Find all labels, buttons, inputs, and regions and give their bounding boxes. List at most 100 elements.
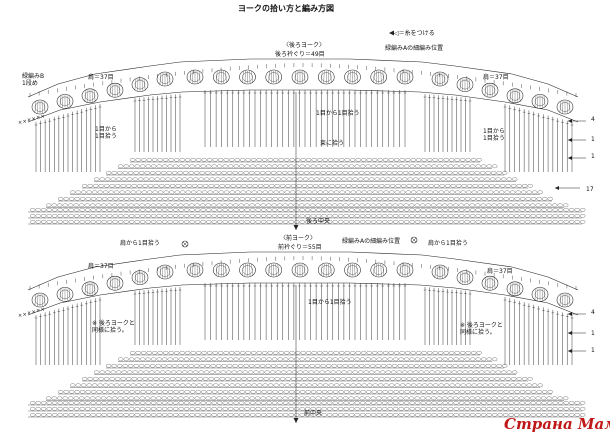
front-base-chain [316,401,322,405]
front-mesh-chain [322,390,328,394]
back-base-chain [409,214,415,218]
front-mesh-chain [503,390,509,394]
back-mesh-chain [483,184,489,188]
front-base-chain [85,407,91,411]
front-shell-stitch [303,263,306,277]
back-neck-count: 後ろ衿ぐり＝49目 [275,51,325,58]
front-base-chain [118,413,124,417]
back-shell-stitch [225,70,227,84]
back-mesh-chain [476,197,482,201]
front-mesh-chain [169,383,175,388]
back-mesh-chain [426,197,432,201]
back-mesh-chain [200,203,206,208]
front-mesh-chain [362,377,368,381]
back-mesh-chain [254,171,260,175]
back-mesh-chain [295,190,301,195]
back-mesh-chain [358,177,364,182]
back-mesh-chain [117,203,123,208]
back-mesh-chain [274,184,280,188]
front-mesh-chain [123,357,129,362]
back-shell-stitch [509,89,512,102]
back-mesh-chain [510,190,516,195]
back-mesh-chain [328,190,334,195]
front-shell-stitch [468,271,471,284]
back-base-chain [101,208,107,212]
front-mesh-chain [547,390,553,394]
front-shell-stitch [347,263,349,277]
back-base-chain [74,208,80,212]
front-mesh-chain [130,383,136,388]
front-mesh-chain [289,390,295,394]
front-base-chain [206,401,212,405]
front-base-chain [431,407,437,411]
front-base-chain [409,413,415,417]
front-mesh-chain [396,370,402,375]
front-base-chain [398,407,404,411]
front-mesh-chain [436,364,442,368]
back-row-number-1a: 1 [591,136,595,143]
back-mesh-chain [149,177,155,182]
front-mesh-chain [144,364,150,368]
back-mesh-chain [237,177,243,182]
back-shell-stitch [118,84,121,97]
back-base-chain [118,214,124,218]
front-band-outer-edge [27,251,579,291]
back-mesh-chain [402,177,408,182]
front-shell-stitch [34,293,37,307]
back-mesh-chain [206,164,212,169]
back-mesh-chain [466,190,472,195]
back-mesh-chain [391,177,397,182]
back-mesh-chain [437,164,443,169]
front-base-chain [470,407,476,411]
front-mesh-chain [192,377,198,381]
front-mesh-chain [465,351,471,355]
front-base-chain [426,413,432,417]
back-mesh-chain [324,184,330,188]
back-base-chain [255,220,261,224]
back-base-chain [250,214,256,218]
back-base-chain [459,220,465,224]
front-mesh-chain [194,396,200,401]
front-mesh-chain [179,390,185,394]
back-mesh-chain [361,158,367,162]
front-mesh-chain [161,364,167,368]
back-mesh-chain [127,177,133,182]
back-mesh-chain [332,203,338,208]
front-mesh-chain [213,383,219,388]
back-mesh-chain [143,177,149,182]
front-shell-stitch [349,263,351,277]
back-base-chain [393,208,399,212]
front-base-chain [222,401,228,405]
front-base-chain [371,401,377,405]
back-base-chain [481,214,487,218]
front-mesh-chain [313,377,319,381]
front-mesh-chain [278,351,284,355]
back-base-chain [239,214,245,218]
back-mesh-chain [371,197,377,201]
back-mesh-chain [382,197,388,201]
front-base-chain [558,401,564,405]
back-mesh-chain [376,164,382,169]
back-base-chain [123,220,129,224]
front-shell-motif [456,270,474,285]
back-mesh-chain [251,190,257,195]
legend-arrow-marker [389,30,394,36]
front-mesh-chain [487,390,493,394]
back-mesh-chain [304,171,310,175]
back-base-chain [63,220,69,224]
back-mesh-chain [126,184,132,188]
front-mesh-chain [395,377,401,381]
front-mesh-chain [168,390,174,394]
front-shell-stitch [196,263,198,277]
back-shell-stitch [323,70,325,84]
back-mesh-chain [442,164,448,169]
front-mesh-chain [255,396,261,401]
front-mesh-chain [228,357,234,362]
back-mesh-chain [99,177,105,182]
front-mesh-chain [330,370,336,375]
front-mesh-chain [154,370,160,375]
front-mesh-chain [167,396,173,401]
front-base-chain [217,407,223,411]
back-shell-stitch [543,95,546,108]
back-mesh-chain [447,171,453,175]
